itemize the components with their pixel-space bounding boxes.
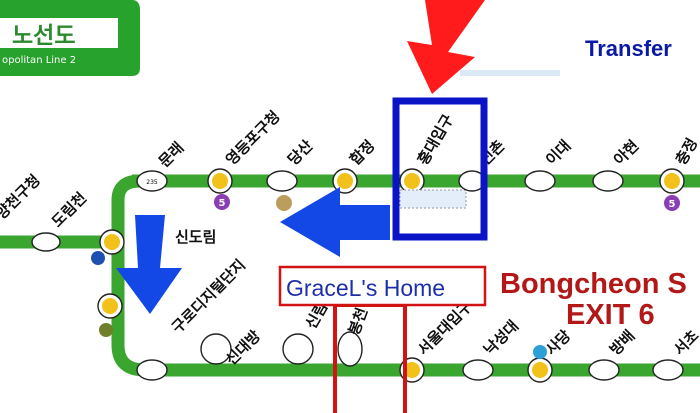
station-label: 홍대입구	[414, 111, 457, 168]
header-subtitle: opolitan Line 2	[2, 55, 76, 66]
svg-text:5: 5	[219, 198, 226, 209]
station-label: 이대	[542, 137, 574, 169]
exit-subtitle: EXIT 6	[566, 299, 655, 331]
svg-text:5: 5	[669, 199, 676, 210]
svg-text:235: 235	[146, 179, 158, 186]
legend-strip	[460, 70, 560, 76]
station-label: 양천구청	[0, 171, 44, 223]
station-label: 방배	[606, 327, 638, 359]
station-label: 영등포구청	[222, 107, 284, 169]
red-arrow-icon	[407, 0, 485, 94]
station-label: 당산	[284, 136, 316, 168]
station-dorimcheon[interactable]	[31, 232, 61, 252]
exit-title: Bongcheon S	[500, 268, 687, 300]
station-chungjeongno[interactable]: 충정 5	[659, 135, 700, 211]
station-bangbae[interactable]	[588, 359, 620, 381]
header-title: 노선도	[12, 23, 75, 49]
down-blue-arrow-icon	[116, 215, 182, 314]
station-label: 신도림	[175, 228, 216, 246]
station-nakseongdae[interactable]	[462, 359, 494, 381]
station-guro-digital[interactable]	[136, 359, 168, 381]
station-label: 문래	[155, 139, 187, 171]
station-seocho[interactable]	[652, 359, 684, 381]
station-label: 사당	[542, 326, 574, 358]
station-label: 충정	[672, 135, 700, 168]
station-label: 구로디지털단지	[168, 256, 249, 337]
header-badge: 노선도 opolitan Line 2	[0, 0, 140, 76]
station-yeongdeungpo-gu-office[interactable]: 영등포구청 5	[207, 107, 284, 210]
station-hongik-univ[interactable]: 홍대입구	[399, 111, 467, 209]
station-label: 서초	[670, 326, 700, 358]
station-label: 서울대입구	[414, 297, 476, 359]
home-label: GraceL's Home	[278, 265, 487, 307]
station-dangsan[interactable]: 당산	[266, 136, 316, 211]
station-label: 합정	[346, 137, 378, 169]
top-row-stations: 235 문래 영등포구청 5 당산 합정 홍대입구 신촌	[136, 107, 700, 211]
station-label: 아현	[610, 137, 642, 169]
transfer-label: Transfer	[585, 36, 672, 61]
left-blue-arrow-icon	[280, 187, 390, 257]
home-label-text: GraceL's Home	[286, 275, 445, 301]
station-bongcheon[interactable]	[337, 331, 363, 367]
station-sillim[interactable]	[282, 333, 314, 365]
station-label: 봉천	[345, 305, 371, 337]
station-label: 낙성대	[480, 317, 522, 359]
station-label: 도림천	[48, 189, 90, 231]
transfer-highlight-box	[392, 97, 488, 241]
station-sindaebang[interactable]	[200, 333, 232, 365]
